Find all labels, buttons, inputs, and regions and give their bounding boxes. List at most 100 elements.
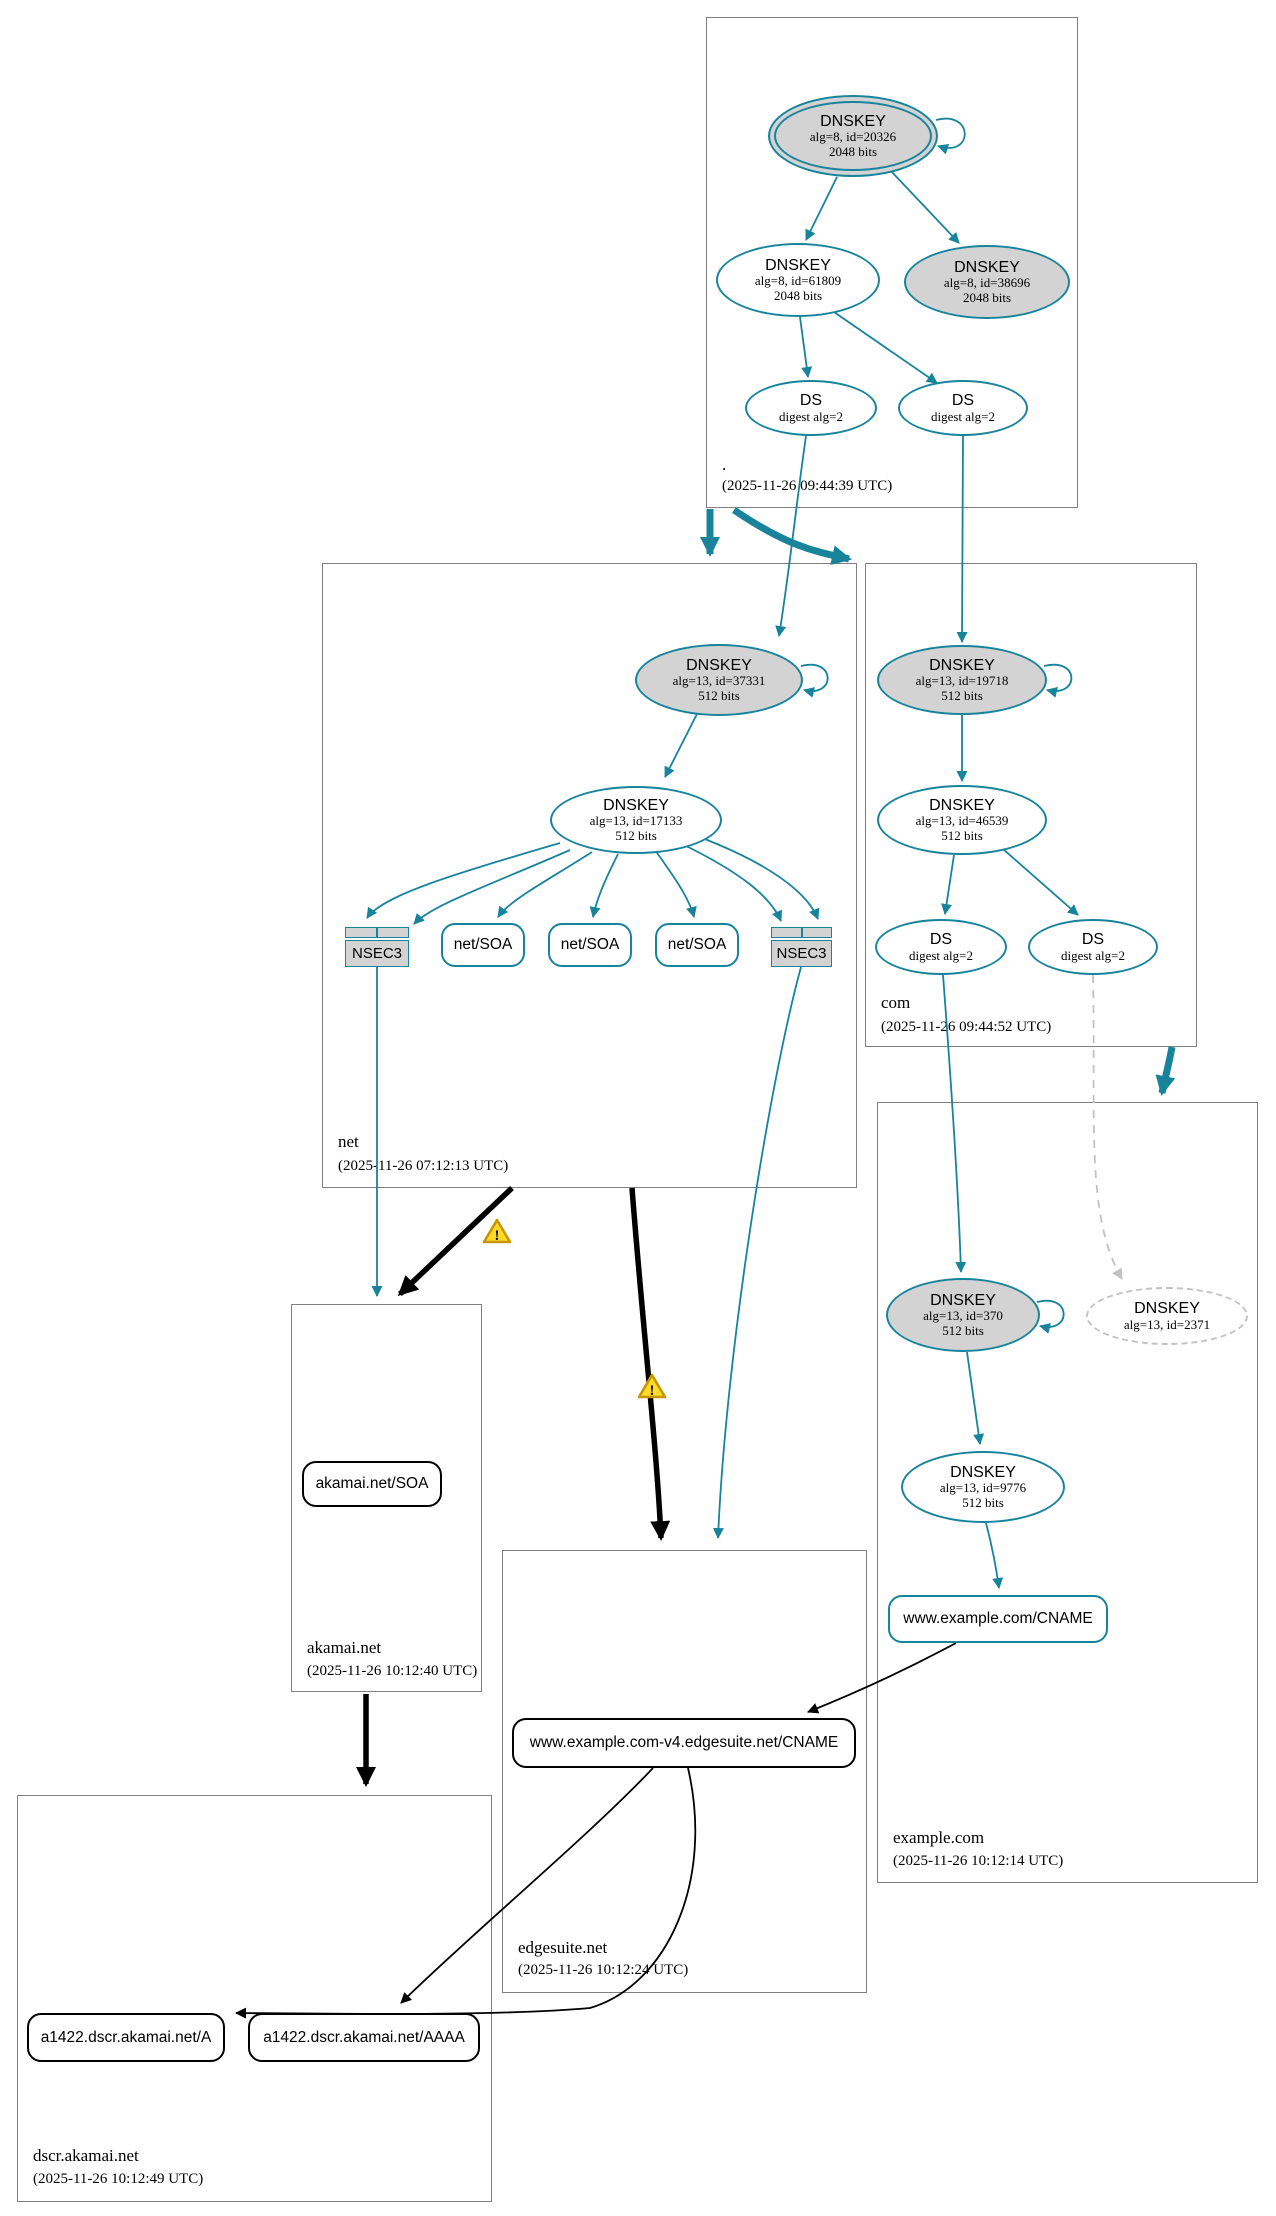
dnskey-node-root-standby-38696[interactable]: DNSKEY alg=8, id=38696 2048 bits xyxy=(904,245,1070,319)
nsec3-cell xyxy=(801,927,832,938)
ds-node-root-right[interactable]: DS digest alg=2 xyxy=(898,380,1028,436)
rrset-node-www-example-com-cname[interactable]: www.example.com/CNAME xyxy=(888,1595,1108,1643)
zone-box-akamai-net xyxy=(291,1304,482,1692)
sep-ksk-double-ring xyxy=(774,101,932,171)
node-title: DS xyxy=(799,391,823,409)
node-title: DNSKEY xyxy=(929,796,995,814)
zone-box-example-com xyxy=(877,1102,1258,1883)
nsec3-node-net-left[interactable]: NSEC3 xyxy=(345,927,409,967)
zone-timestamp-example-com: (2025-11-26 10:12:14 UTC) xyxy=(893,1853,1064,1869)
warning-icon: ! xyxy=(637,1373,667,1399)
dnskey-node-com-ksk-19718[interactable]: DNSKEY alg=13, id=19718 512 bits xyxy=(877,645,1047,715)
rrset-node-a1422-a[interactable]: a1422.dscr.akamai.net/A xyxy=(27,2013,225,2062)
zone-timestamp-net: (2025-11-26 07:12:13 UTC) xyxy=(338,1158,509,1174)
nsec3-cell xyxy=(345,927,377,938)
node-detail: alg=13, id=2371 xyxy=(1123,1316,1211,1332)
rrset-node-a1422-aaaa[interactable]: a1422.dscr.akamai.net/AAAA xyxy=(248,2013,480,2062)
dnskey-node-net-ksk-37331[interactable]: DNSKEY alg=13, id=37331 512 bits xyxy=(635,644,803,716)
node-detail: 2048 bits xyxy=(828,143,878,159)
zone-box-edgesuite-net xyxy=(502,1550,867,1993)
ds-node-com-left[interactable]: DS digest alg=2 xyxy=(875,919,1007,975)
edge-root-to-com-delegation xyxy=(732,507,852,566)
zone-timestamp-dscr-akamai-net: (2025-11-26 10:12:49 UTC) xyxy=(33,2171,204,2187)
rrset-node-akamai-net-soa[interactable]: akamai.net/SOA xyxy=(302,1461,442,1507)
zone-name-net: net xyxy=(338,1132,359,1151)
node-detail: 512 bits xyxy=(615,827,657,843)
node-detail: 512 bits xyxy=(942,1322,984,1338)
nsec3-header xyxy=(345,927,409,938)
zone-timestamp-com: (2025-11-26 09:44:52 UTC) xyxy=(881,1019,1052,1035)
node-title: DNSKEY xyxy=(820,112,886,130)
rrset-node-net-soa-3[interactable]: net/SOA xyxy=(655,923,739,967)
node-detail: digest alg=2 xyxy=(908,947,974,963)
node-detail: digest alg=2 xyxy=(930,408,996,424)
node-detail: alg=13, id=37331 xyxy=(672,673,766,689)
node-detail: alg=13, id=9776 xyxy=(939,1480,1027,1496)
node-title: DNSKEY xyxy=(950,1463,1016,1481)
rrset-node-net-soa-1[interactable]: net/SOA xyxy=(441,923,525,967)
rrset-node-net-soa-2[interactable]: net/SOA xyxy=(548,923,632,967)
zone-name-example-com: example.com xyxy=(893,1828,985,1847)
node-title: DNSKEY xyxy=(603,796,669,814)
node-title: DNSKEY xyxy=(930,1291,996,1309)
nsec3-header xyxy=(771,927,832,938)
node-title: DS xyxy=(929,930,953,948)
rrset-label: www.example.com-v4.edgesuite.net/CNAME xyxy=(529,1734,839,1751)
node-title: DNSKEY xyxy=(929,656,995,674)
edge-net-to-akamai-insecure-delegation xyxy=(397,1186,514,1297)
zone-name-com: com xyxy=(881,993,911,1012)
dnskey-node-example-ksk-370[interactable]: DNSKEY alg=13, id=370 512 bits xyxy=(886,1278,1040,1352)
node-detail: alg=13, id=19718 xyxy=(915,673,1009,689)
dnskey-node-example-unused-2371[interactable]: DNSKEY alg=13, id=2371 xyxy=(1086,1287,1248,1345)
node-detail: 512 bits xyxy=(698,687,740,703)
node-detail: alg=8, id=20326 xyxy=(809,129,897,145)
node-detail: alg=13, id=17133 xyxy=(589,813,683,829)
nsec3-label: NSEC3 xyxy=(345,940,409,967)
node-detail: alg=13, id=46539 xyxy=(915,813,1009,829)
dnskey-node-com-zsk-46539[interactable]: DNSKEY alg=13, id=46539 512 bits xyxy=(877,785,1047,855)
node-detail: 512 bits xyxy=(962,1494,1004,1510)
nsec3-node-net-right[interactable]: NSEC3 xyxy=(771,927,832,967)
node-detail: 512 bits xyxy=(941,687,983,703)
dnskey-node-root-ksk-20326[interactable]: DNSKEY alg=8, id=20326 2048 bits xyxy=(768,95,938,177)
ds-node-root-left[interactable]: DS digest alg=2 xyxy=(745,380,877,436)
node-title: DNSKEY xyxy=(686,656,752,674)
zone-timestamp-edgesuite-net: (2025-11-26 10:12:24 UTC) xyxy=(518,1962,689,1978)
dnskey-node-net-zsk-17133[interactable]: DNSKEY alg=13, id=17133 512 bits xyxy=(550,786,722,854)
edge-com-to-example-delegation xyxy=(1155,1046,1176,1096)
node-detail: 2048 bits xyxy=(773,287,823,303)
node-title: DNSKEY xyxy=(1134,1299,1200,1317)
node-title: DS xyxy=(951,391,975,409)
node-detail: 2048 bits xyxy=(962,289,1012,305)
zone-box-com xyxy=(865,563,1197,1047)
zone-name-akamai-net: akamai.net xyxy=(307,1638,382,1657)
node-detail: digest alg=2 xyxy=(778,408,844,424)
rrset-label: a1422.dscr.akamai.net/AAAA xyxy=(263,2028,465,2046)
zone-timestamp-root: (2025-11-26 09:44:39 UTC) xyxy=(722,478,893,494)
node-detail: alg=8, id=38696 xyxy=(943,275,1031,291)
dnskey-node-example-zsk-9776[interactable]: DNSKEY alg=13, id=9776 512 bits xyxy=(901,1451,1065,1523)
node-detail: alg=13, id=370 xyxy=(923,1308,1003,1324)
zone-name-root: . xyxy=(722,455,727,474)
rrset-label: net/SOA xyxy=(453,936,513,953)
node-detail: digest alg=2 xyxy=(1060,947,1126,963)
nsec3-cell xyxy=(771,927,802,938)
zone-timestamp-akamai-net: (2025-11-26 10:12:40 UTC) xyxy=(307,1663,478,1679)
node-title: DNSKEY xyxy=(765,256,831,274)
rrset-label: a1422.dscr.akamai.net/A xyxy=(40,2028,212,2046)
rrset-node-v4-edgesuite-cname[interactable]: www.example.com-v4.edgesuite.net/CNAME xyxy=(512,1718,856,1768)
zone-box-dscr-akamai-net xyxy=(17,1795,492,2202)
rrset-label: net/SOA xyxy=(560,936,620,953)
warning-icon: ! xyxy=(482,1218,512,1244)
ds-node-com-right[interactable]: DS digest alg=2 xyxy=(1028,919,1158,975)
rrset-label: www.example.com/CNAME xyxy=(903,1610,1093,1627)
node-title: DNSKEY xyxy=(954,258,1020,276)
node-title: DS xyxy=(1081,930,1105,948)
svg-text:!: ! xyxy=(495,1228,500,1244)
edge-net-to-edgesuite-insecure-delegation xyxy=(629,1187,671,1541)
dnskey-node-root-zsk-61809[interactable]: DNSKEY alg=8, id=61809 2048 bits xyxy=(716,243,880,317)
zone-box-root xyxy=(706,17,1078,508)
nsec3-cell xyxy=(377,927,409,938)
node-detail: 512 bits xyxy=(941,827,983,843)
